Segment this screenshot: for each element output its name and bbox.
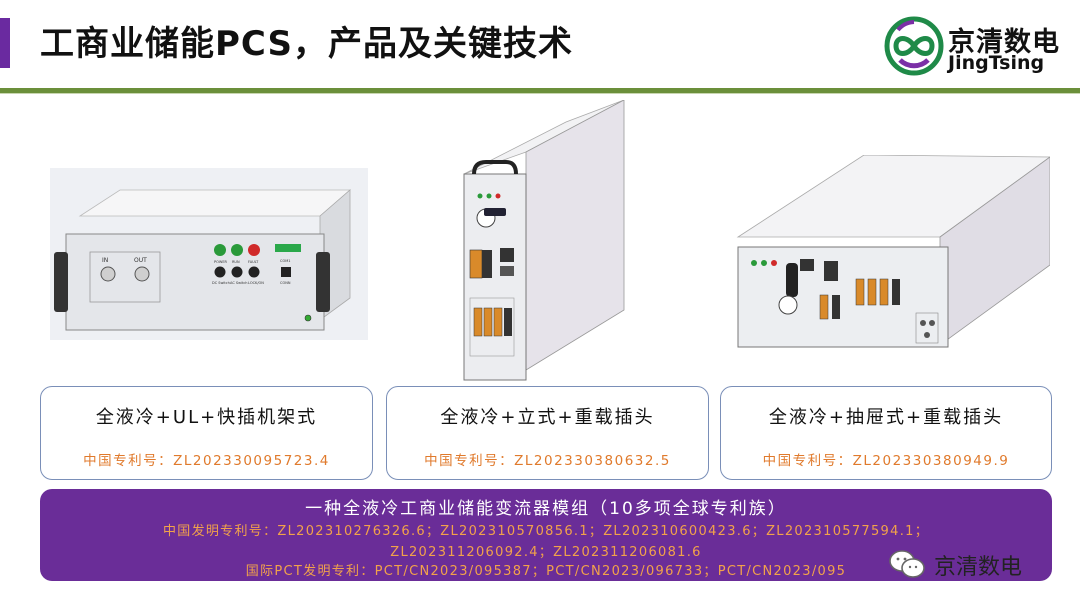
label-fault: FAULT bbox=[248, 260, 259, 264]
vertical-pcs-unit-image bbox=[463, 100, 625, 381]
product-card-drawer: 全液冷+抽屉式+重载插头 中国专利号：ZL202330380949.9 bbox=[720, 386, 1052, 480]
logo-name-cn: 京清数电 bbox=[948, 27, 1060, 58]
company-logo: 京清数电 JingTsing bbox=[884, 14, 1074, 76]
infinity-loop-logo-icon bbox=[884, 16, 944, 76]
banner-cn-patents-line2: ZL202311206092.4；ZL202311206081.6 bbox=[390, 545, 702, 560]
product-card-patent: 中国专利号：ZL202330095723.4 bbox=[83, 453, 330, 469]
patent-family-banner: 一种全液冷工商业储能变流器模组（10多项全球专利族） 中国发明专利号：ZL202… bbox=[40, 489, 1052, 581]
label-in: IN bbox=[102, 257, 108, 264]
label-com: COM1 bbox=[280, 259, 290, 263]
watermark-text: 京清数电 bbox=[934, 555, 1023, 580]
title-accent-bar bbox=[0, 18, 10, 68]
header-divider-thin bbox=[0, 93, 1080, 94]
product-card-rack: 全液冷+UL+快插机架式 中国专利号：ZL202330095723.4 bbox=[40, 386, 373, 480]
drawer-pcs-unit-image bbox=[736, 155, 1050, 348]
label-out: OUT bbox=[134, 257, 147, 264]
product-card-title: 全液冷+立式+重载插头 bbox=[440, 407, 655, 428]
label-run: RUN bbox=[232, 260, 240, 264]
wechat-watermark: 京清数电 bbox=[888, 544, 1058, 584]
label-power: POWER bbox=[214, 260, 228, 264]
rack-mount-pcs-unit-image: IN OUT POWER RUN FAULT DC Switch AC Swit… bbox=[50, 168, 368, 340]
label-ac-switch: AC Switch bbox=[230, 281, 247, 285]
logo-name-en: JingTsing bbox=[948, 52, 1045, 74]
label-dc-switch: DC Switch bbox=[212, 281, 230, 285]
banner-cn-patents-line1: 中国发明专利号：ZL202310276326.6；ZL202310570856.… bbox=[162, 524, 929, 539]
header-divider bbox=[0, 88, 1080, 93]
product-card-title: 全液冷+UL+快插机架式 bbox=[95, 407, 318, 428]
banner-pct-patents: 国际PCT发明专利：PCT/CN2023/095387；PCT/CN2023/0… bbox=[245, 564, 847, 579]
product-card-title: 全液冷+抽屉式+重载插头 bbox=[768, 407, 1004, 428]
page-title: 工商业储能PCS，产品及关键技术 bbox=[40, 24, 573, 64]
wechat-icon bbox=[889, 550, 925, 578]
product-card-patent: 中国专利号：ZL202330380632.5 bbox=[424, 453, 671, 469]
label-conn: CONN bbox=[280, 281, 291, 285]
product-card-patent: 中国专利号：ZL202330380949.9 bbox=[762, 453, 1010, 469]
label-lock: LOCK/ON bbox=[248, 281, 264, 285]
product-card-vertical: 全液冷+立式+重载插头 中国专利号：ZL202330380632.5 bbox=[386, 386, 709, 480]
banner-title: 一种全液冷工商业储能变流器模组（10多项全球专利族） bbox=[305, 499, 787, 519]
